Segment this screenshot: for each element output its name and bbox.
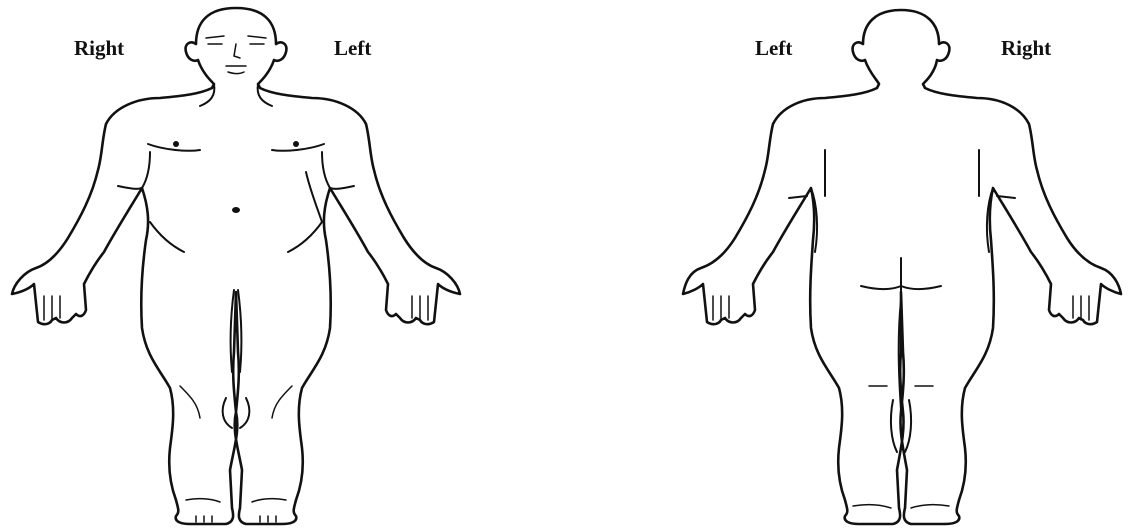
anterior-label-right: Right	[74, 38, 124, 59]
anterior-nipple-right	[173, 141, 179, 147]
posterior-label-left: Left	[755, 38, 792, 59]
anterior-silhouette	[12, 8, 460, 524]
posterior-body-figure: Left Right	[665, 0, 1135, 529]
anterior-label-left: Left	[334, 38, 371, 59]
posterior-label-right: Right	[1001, 38, 1051, 59]
anterior-body-outline	[0, 0, 470, 529]
posterior-body-outline	[665, 0, 1135, 529]
anterior-body-figure: Right Left	[0, 0, 470, 529]
anterior-navel	[232, 207, 240, 213]
anterior-nipple-left	[293, 141, 299, 147]
